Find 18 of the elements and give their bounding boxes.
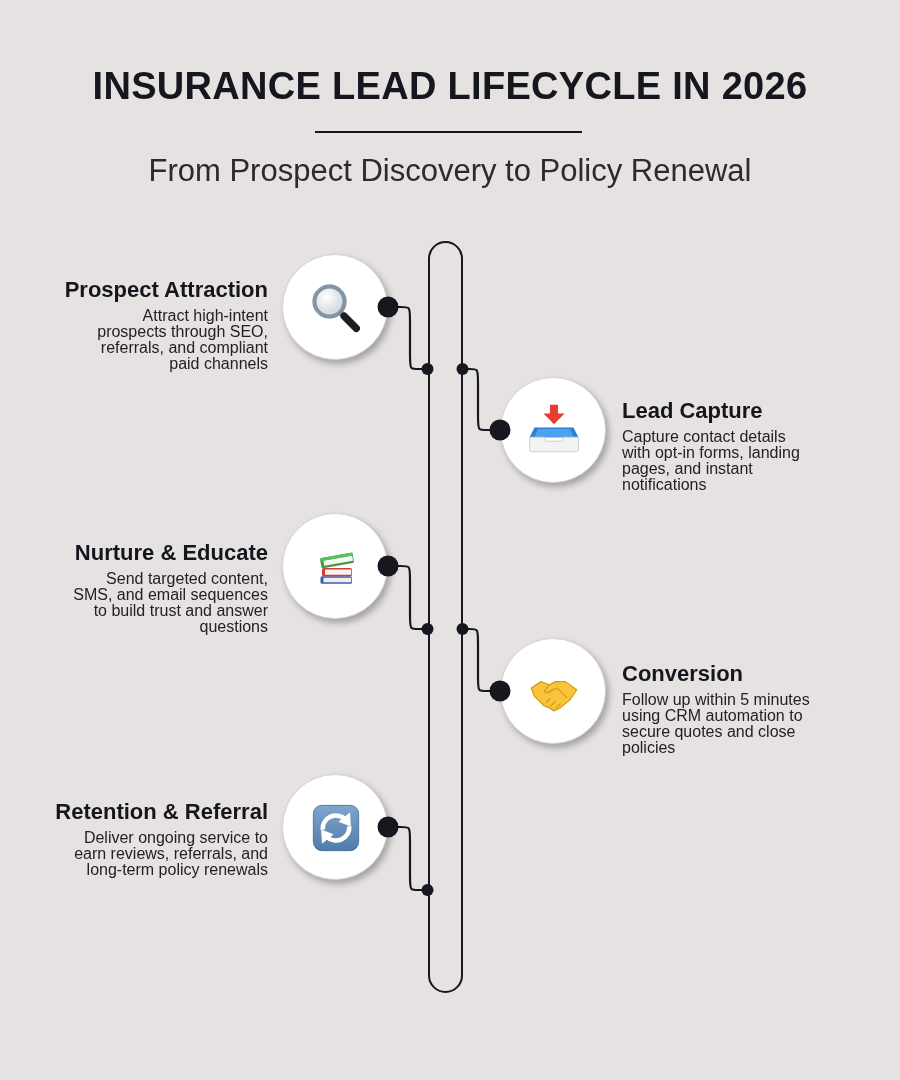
connector [456, 363, 511, 441]
connector [377, 296, 434, 375]
connector [377, 555, 434, 635]
stage-title: Retention & Referral [55, 799, 268, 825]
stage-title: Nurture & Educate [74, 540, 268, 566]
stage-description: Attract high-intent prospects through SEO, referrals, and compliant paid channels [96, 308, 268, 372]
connector [456, 623, 511, 702]
stage-description: Capture contact details with opt-in forms, landing pages, and instant notifications [622, 429, 801, 493]
stage-title: Conversion [622, 661, 744, 687]
title: INSURANCE LEAD LIFECYCLE IN 2026 [92, 64, 808, 108]
stage-description: Deliver ongoing service to earn reviews, referrals, and long-term policy renewals [73, 830, 268, 878]
stage-description: Follow up within 5 minutes using CRM automation to secure quotes and close policies [622, 692, 811, 756]
stage-description: Send targeted content, SMS, and email sequences to build trust and answer questions [72, 571, 268, 635]
subtitle: From Prospect Discovery to Policy Renewal [148, 153, 752, 189]
connector [377, 816, 434, 896]
timeline-track [427, 241, 463, 993]
stage-title: Prospect Attraction [64, 277, 268, 303]
stage-title: Lead Capture [622, 398, 763, 424]
